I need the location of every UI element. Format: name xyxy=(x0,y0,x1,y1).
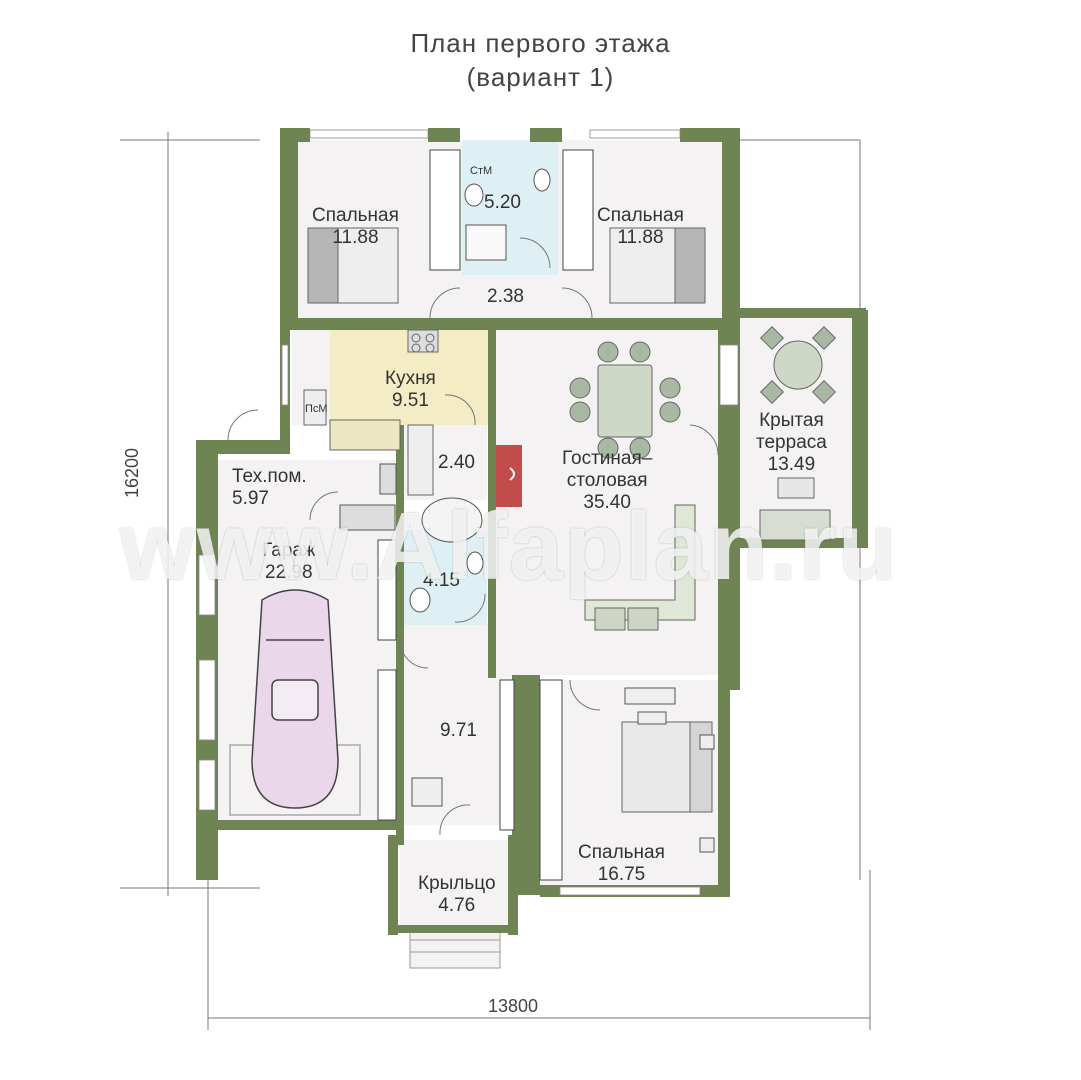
dimension-height: 16200 xyxy=(122,447,142,498)
room-garage: Гараж 22.98 xyxy=(262,540,316,584)
walls xyxy=(196,128,868,935)
door-swings xyxy=(227,237,719,836)
bath-fixtures xyxy=(409,168,551,613)
beds xyxy=(307,227,713,813)
bedroom-extras xyxy=(624,687,715,853)
plan-title: План первого этажа xyxy=(410,28,671,58)
room-bedroom-right: Спальная 11.88 xyxy=(597,205,684,249)
room-name-1: Крытая xyxy=(759,410,824,431)
tech-room-fixtures xyxy=(339,463,397,531)
watermark: www.Alfaplan.ru xyxy=(120,493,899,600)
terrace-table xyxy=(759,325,837,541)
room-name: Спальная xyxy=(578,842,665,863)
room-hall-area: 9.71 xyxy=(440,720,477,741)
room-area: 22.98 xyxy=(265,562,313,583)
room-bathroom-top-area: 5.20 xyxy=(484,192,521,213)
room-hall-top-area: 2.38 xyxy=(487,286,524,307)
hall-stove xyxy=(411,777,443,807)
room-name: Тех.пом. xyxy=(232,466,307,487)
dimension-width: 13800 xyxy=(488,996,539,1016)
room-name: Кухня xyxy=(385,368,436,389)
room-name: Гараж xyxy=(262,540,316,561)
room-name: Спальная xyxy=(312,205,399,226)
car xyxy=(229,589,361,816)
room-living: Гостиная– столовая 35.40 xyxy=(562,448,652,514)
room-pantry-area: 2.40 xyxy=(438,452,475,473)
wardrobes xyxy=(377,149,594,881)
room-name: Крыльцо xyxy=(418,873,496,894)
room-area: 11.88 xyxy=(617,227,664,248)
room-bedroom-master: Спальная 16.75 xyxy=(578,842,665,886)
porch-steps xyxy=(410,939,500,953)
room-porch: Крыльцо 4.76 xyxy=(418,873,496,917)
room-name-1: Гостиная– xyxy=(562,448,653,469)
room-name-2: терраса xyxy=(756,432,827,453)
room-area: 9.51 xyxy=(391,390,429,411)
sofa xyxy=(584,504,696,631)
room-area: 11.88 xyxy=(332,227,379,248)
room-area: 35.40 xyxy=(583,492,631,513)
room-area: 13.49 xyxy=(767,454,816,475)
room-terrace: Крытая терраса 13.49 xyxy=(756,410,827,476)
plan-subtitle: (вариант 1) xyxy=(466,62,615,92)
room-name-2: столовая xyxy=(566,470,648,491)
room-kitchen: Кухня 9.51 xyxy=(385,368,436,412)
fireplace xyxy=(496,445,522,507)
kitchen-label: ПсМ xyxy=(305,403,328,415)
room-area: 5.97 xyxy=(232,488,269,509)
room-bedroom-left: Спальная 11.88 xyxy=(312,205,399,249)
kitchen-furniture xyxy=(303,329,439,496)
bath-label: СтМ xyxy=(470,165,493,177)
dining-table xyxy=(569,341,681,459)
room-area: 16.75 xyxy=(597,864,646,885)
room-area: 4.76 xyxy=(438,895,476,916)
room-tech: Тех.пом. 5.97 xyxy=(232,466,307,510)
room-name: Спальная xyxy=(597,205,684,226)
room-bathroom-mid-area: 4.15 xyxy=(423,570,460,591)
windows xyxy=(198,129,739,896)
